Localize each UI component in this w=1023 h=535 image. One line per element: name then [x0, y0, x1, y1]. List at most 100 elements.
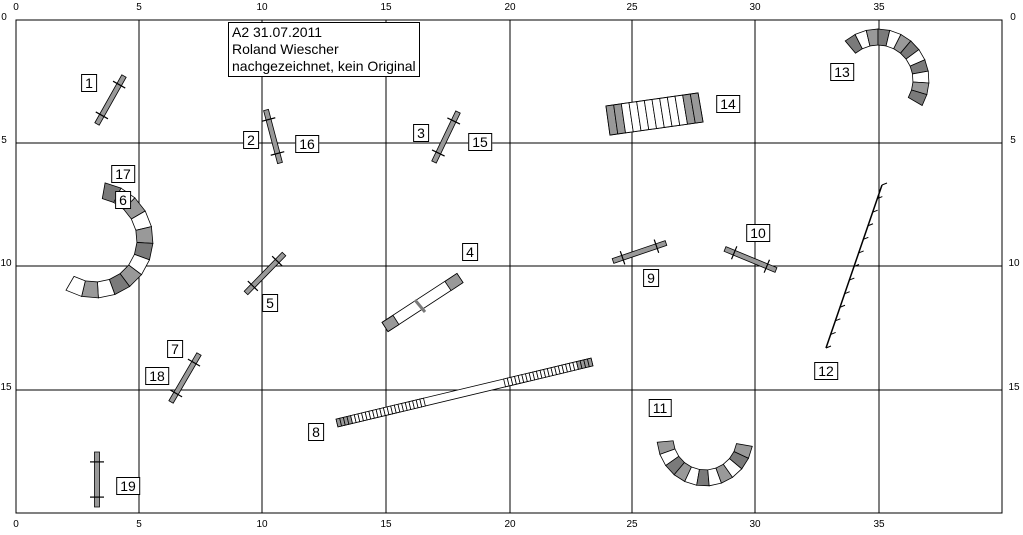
obstacle-number-18: 18	[145, 367, 169, 385]
seesaw-contact	[381, 314, 400, 333]
jump-1	[94, 74, 127, 126]
title-box: A2 31.07.2011 Roland Wiescher nachgezeic…	[228, 22, 420, 77]
obstacle-number-8: 8	[308, 423, 324, 441]
dogwalk-slat	[586, 357, 594, 368]
dogwalk-8	[335, 357, 594, 428]
y-tick-left: 15	[0, 382, 12, 393]
y-tick-right: 0	[1010, 12, 1016, 23]
obstacle-number-4: 4	[462, 243, 478, 261]
tunnel-14	[605, 92, 704, 136]
jump-bar	[723, 246, 778, 273]
weave-pole	[849, 277, 855, 281]
obstacle-number-13: 13	[830, 63, 854, 81]
jump-wing	[271, 255, 283, 267]
title-author: Roland Wiescher	[232, 41, 339, 57]
x-tick-bottom: 15	[380, 519, 392, 530]
weave-pole	[872, 209, 878, 213]
jump-3	[431, 110, 461, 164]
obstacle-number-7: 7	[167, 340, 183, 358]
jump-wing	[653, 239, 660, 254]
jump-2	[261, 108, 285, 165]
jump-7	[168, 352, 202, 404]
obstacle-number-5: 5	[262, 294, 278, 312]
obstacle-number-14: 14	[716, 95, 740, 113]
jump-wing	[431, 149, 445, 157]
weave-pole	[830, 331, 836, 335]
x-tick-bottom: 0	[13, 519, 19, 530]
jump-10	[723, 246, 778, 273]
obstacle-number-15: 15	[468, 133, 492, 151]
weave-pole	[867, 223, 874, 227]
y-tick-left: 0	[1, 12, 7, 23]
weave-pole	[863, 236, 869, 240]
tunnel-segment	[733, 443, 753, 459]
weave-pole	[853, 264, 860, 267]
obstacle-number-9: 9	[643, 269, 659, 287]
jump-bar	[168, 352, 202, 404]
y-tick-left: 5	[1, 135, 7, 146]
jump-wing	[763, 259, 771, 273]
x-tick-bottom: 20	[504, 519, 516, 530]
y-tick-right: 5	[1010, 135, 1016, 146]
weave-pole	[877, 196, 883, 200]
jump-bar	[94, 451, 100, 508]
weave-pole	[844, 291, 850, 295]
tunnel-6	[65, 182, 154, 299]
obstacle-number-2: 2	[243, 131, 259, 149]
obstacle-number-11: 11	[648, 399, 672, 417]
tunnel-11	[656, 440, 753, 487]
jump-wing	[730, 246, 738, 260]
x-tick-top: 5	[136, 2, 142, 13]
weave-pole	[825, 345, 832, 349]
jump-bar	[263, 108, 283, 165]
obstacle-number-10: 10	[746, 224, 770, 242]
weave-poles-12	[825, 182, 888, 349]
jump-9	[611, 239, 668, 265]
tunnel-segment	[689, 92, 704, 124]
x-tick-top: 25	[626, 2, 638, 13]
x-tick-top: 30	[749, 2, 761, 13]
jump-wing	[95, 111, 109, 120]
x-tick-top: 20	[504, 2, 516, 13]
tunnel-segment	[65, 275, 86, 297]
x-tick-bottom: 25	[626, 519, 638, 530]
x-tick-top: 0	[13, 2, 19, 13]
jump-bar	[243, 251, 287, 296]
weave-pole	[835, 318, 841, 322]
jump-wing	[270, 151, 285, 156]
obstacle-number-16: 16	[295, 135, 319, 153]
tunnel-segment	[907, 89, 928, 107]
jump-wing	[169, 389, 183, 398]
x-tick-top: 35	[873, 2, 885, 13]
dogwalk-slat	[419, 397, 426, 408]
y-tick-left: 10	[0, 258, 12, 269]
obstacle-number-17: 17	[111, 165, 135, 183]
x-tick-bottom: 10	[256, 519, 268, 530]
seesaw-contact	[444, 272, 464, 292]
x-tick-top: 10	[256, 2, 268, 13]
obstacle-number-3: 3	[413, 124, 429, 142]
obstacle-number-1: 1	[81, 74, 97, 92]
jump-5	[243, 251, 287, 296]
jump-19	[90, 451, 104, 508]
jump-wing	[112, 80, 126, 89]
jump-wing	[619, 250, 626, 265]
title-note: nachgezeichnet, kein Original	[232, 58, 416, 74]
seesaw-pivot	[413, 299, 427, 313]
y-tick-right: 10	[1008, 258, 1020, 269]
seesaw-4	[381, 272, 464, 333]
jump-wing	[447, 117, 461, 125]
tunnel-13	[844, 28, 930, 107]
jump-bar	[94, 74, 127, 126]
obstacle-number-19: 19	[116, 477, 140, 495]
x-tick-top: 15	[380, 2, 392, 13]
jump-wing	[187, 358, 201, 367]
title-date: A2 31.07.2011	[232, 24, 323, 40]
jump-bar	[611, 240, 668, 264]
jump-wing	[247, 280, 259, 292]
y-tick-right: 15	[1008, 382, 1020, 393]
weave-pole	[858, 250, 864, 254]
obstacle-number-6: 6	[115, 191, 131, 209]
